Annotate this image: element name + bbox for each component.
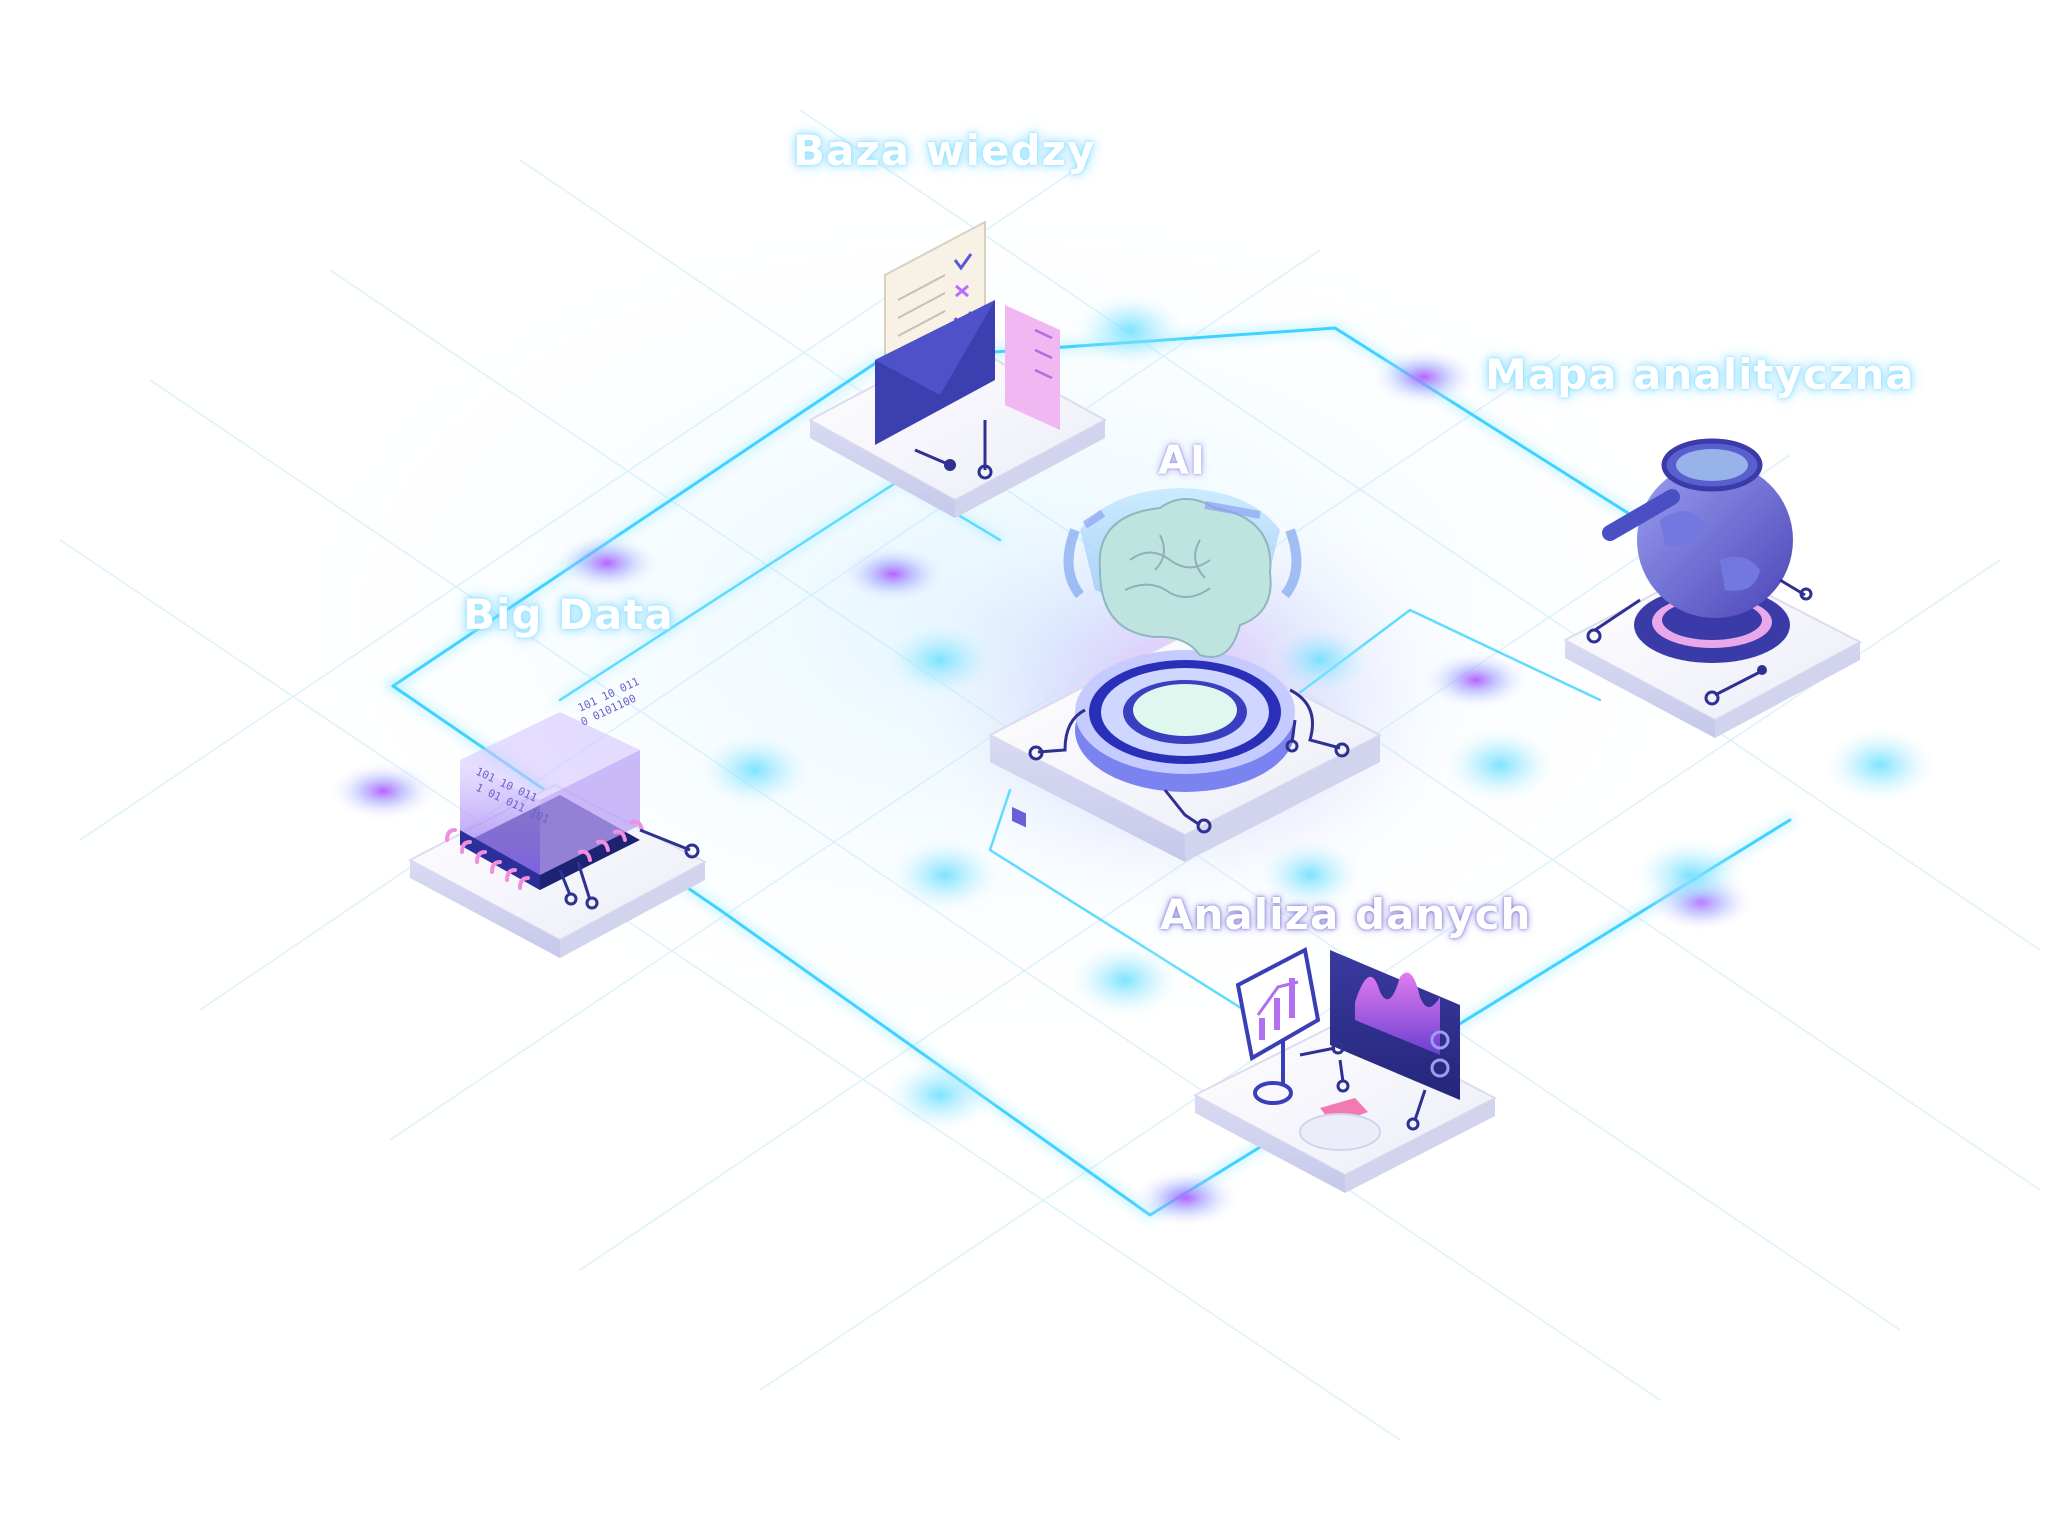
label-ai: AI	[1158, 438, 1206, 484]
analytics-charts-icon	[1235, 946, 1460, 1151]
globe-magnifier-icon	[1602, 438, 1793, 618]
data-chip-icon: 101 10 011 0 0101100 101 10 011 1 01 011…	[445, 675, 644, 890]
node-big-data: 101 10 011 0 0101100 101 10 011 1 01 011…	[407, 675, 708, 958]
label-baza-wiedzy: Baza wiedzy	[793, 126, 1096, 175]
node-analiza-danych	[1192, 946, 1498, 1193]
node-baza-wiedzy	[807, 220, 1108, 828]
node-mapa-analityczna	[1562, 438, 1863, 738]
document-envelope-icon	[875, 220, 1060, 828]
label-big-data: Big Data	[463, 590, 674, 639]
label-analiza-danych: Analiza danych	[1160, 890, 1532, 939]
label-mapa-analityczna: Mapa analityczna	[1485, 350, 1915, 399]
brain-icon	[1063, 488, 1302, 658]
node-ai	[987, 488, 1383, 862]
glow-nodes	[328, 290, 1940, 1228]
